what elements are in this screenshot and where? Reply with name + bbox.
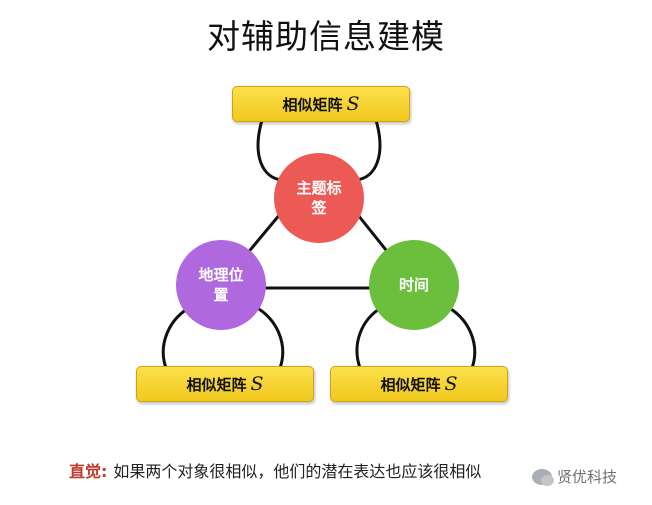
node-label: 时间 xyxy=(398,276,429,294)
matrix-variable: S xyxy=(250,373,264,395)
matrix-label: 相似矩阵 xyxy=(282,95,343,114)
loop-topic xyxy=(256,119,382,182)
matrix-label: 相似矩阵 xyxy=(380,375,441,394)
similarity-matrix-right: 相似矩阵 S xyxy=(330,366,508,402)
node-topic-tags: 主题标签 xyxy=(274,153,364,243)
node-label: 主题标签 xyxy=(296,179,342,217)
node-label: 地理位置 xyxy=(198,266,244,304)
matrix-variable: S xyxy=(346,93,360,115)
node-time: 时间 xyxy=(369,240,459,330)
similarity-matrix-left: 相似矩阵 S xyxy=(136,366,314,402)
intuition-text: 如果两个对象很相似，他们的潜在表达也应该很相似 xyxy=(113,462,482,481)
wechat-icon xyxy=(532,468,554,486)
intuition-lead: 直觉: xyxy=(69,462,108,481)
diagram-title: 对辅助信息建模 xyxy=(207,17,445,56)
watermark-text: 贤优科技 xyxy=(557,468,618,486)
node-location: 地理位置 xyxy=(176,240,266,330)
watermark: 贤优科技 xyxy=(532,466,617,487)
similarity-matrix-top: 相似矩阵 S xyxy=(232,86,410,122)
intuition-caption: 直觉: 如果两个对象很相似，他们的潜在表达也应该很相似 xyxy=(69,458,481,482)
matrix-variable: S xyxy=(444,373,458,395)
matrix-label: 相似矩阵 xyxy=(186,375,247,394)
